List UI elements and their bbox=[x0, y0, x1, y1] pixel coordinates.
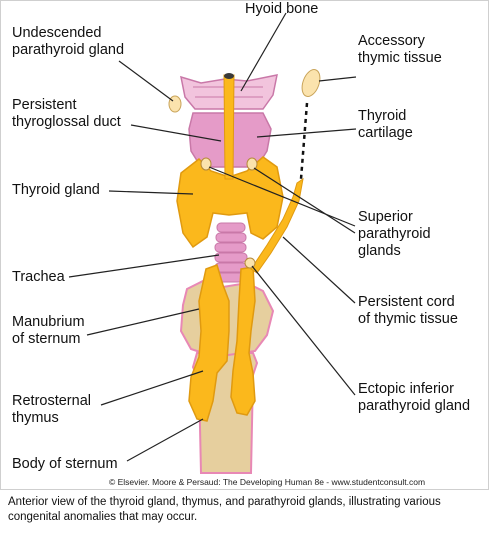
label-hyoid-bone: Hyoid bone bbox=[245, 1, 318, 18]
copyright-credit: © Elsevier. Moore & Persaud: The Develop… bbox=[109, 477, 425, 487]
label-thyroid-gland: Thyroid gland bbox=[12, 182, 100, 199]
figure-caption: Anterior view of the thyroid gland, thym… bbox=[8, 495, 486, 525]
accessory-thymic-shape bbox=[299, 67, 324, 99]
label-retrosternal-thymus: Retrosternal thymus bbox=[12, 393, 91, 427]
label-trachea: Trachea bbox=[12, 269, 65, 286]
ectopic-inferior-parathyroid-shape bbox=[245, 258, 255, 268]
undescended-parathyroid-shape bbox=[169, 96, 181, 112]
label-ectopic-inferior-parathyroid: Ectopic inferior parathyroid gland bbox=[358, 381, 470, 415]
label-undescended-parathyroid: Undescended parathyroid gland bbox=[12, 25, 124, 59]
superior-parathyroid-left bbox=[201, 158, 211, 170]
label-accessory-thymic-tissue: Accessory thymic tissue bbox=[358, 33, 442, 67]
thyroglossal-duct-shape bbox=[224, 75, 234, 179]
label-manubrium-of-sternum: Manubrium of sternum bbox=[12, 314, 85, 348]
label-persistent-thyroglossal-duct: Persistent thyroglossal duct bbox=[12, 97, 121, 131]
label-persistent-cord-thymic-tissue: Persistent cord of thymic tissue bbox=[358, 294, 458, 328]
label-superior-parathyroid-glands: Superior parathyroid glands bbox=[358, 209, 431, 260]
label-thyroid-cartilage: Thyroid cartilage bbox=[358, 108, 413, 142]
figure-frame: Hyoid bone Undescended parathyroid gland… bbox=[0, 0, 489, 490]
superior-parathyroid-right bbox=[247, 158, 257, 170]
label-body-of-sternum: Body of sternum bbox=[12, 456, 118, 473]
